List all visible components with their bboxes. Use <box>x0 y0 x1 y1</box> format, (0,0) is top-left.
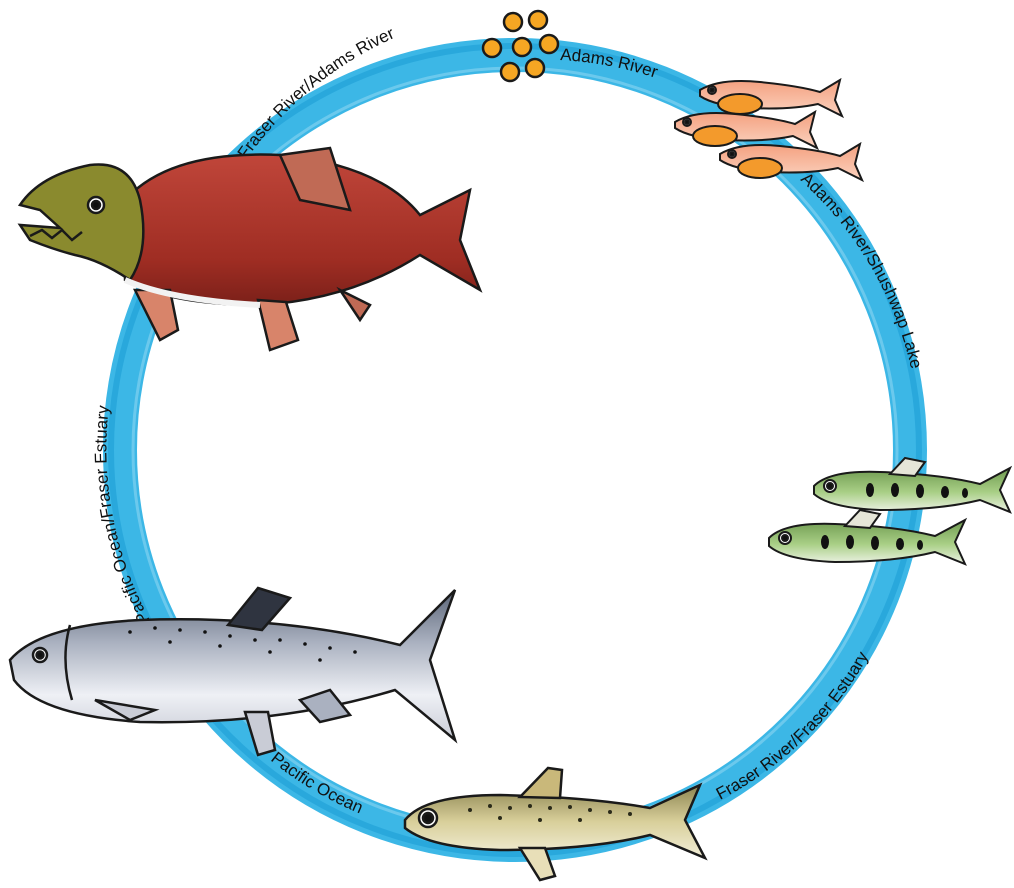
spawning-sockeye-icon <box>20 148 480 350</box>
smolt-fish-icon <box>405 768 705 880</box>
alevin-fish-icon <box>675 80 862 180</box>
